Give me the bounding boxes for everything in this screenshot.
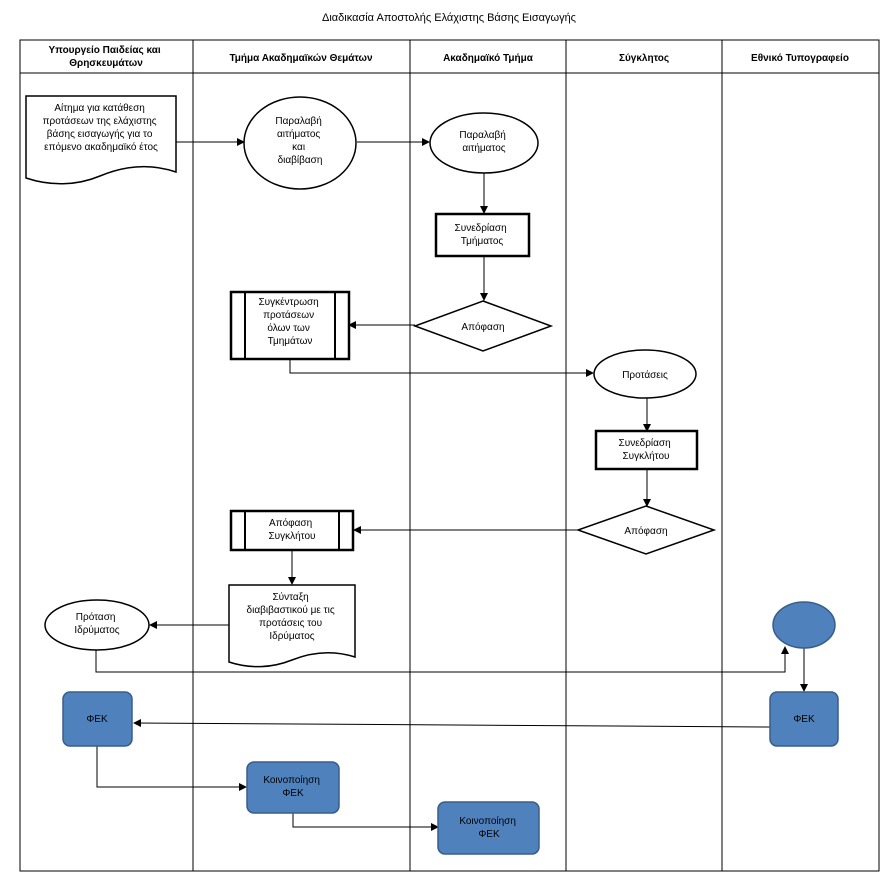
process-shape <box>434 212 531 258</box>
node-collect-line-2: προτάσεων <box>263 309 314 321</box>
lane-header-academic-affairs: Τμήμα Ακαδημαϊκών Θεμάτων <box>229 53 373 64</box>
node-senate-decision-doc-line-1: Απόφαση <box>269 517 312 529</box>
node-receive-read-line-4: διαβίβαση <box>278 154 323 166</box>
node-compose-text: Σύνταξη διαβιβαστικού με τις προτάσεις τ… <box>247 591 338 642</box>
node-fek-ministry: ΦΕΚ <box>62 691 133 747</box>
node-receive-read-line-3: και <box>292 142 305 153</box>
node-senate-meeting: Συνεδρίαση Συγκλήτου <box>594 429 699 471</box>
document-shape <box>228 584 356 668</box>
node-notify-1: Κοινοποίηση ΦΕΚ <box>246 761 340 814</box>
lane-header-ministry: Υπουργείο Παιδείας και Θρησκευμάτων <box>49 45 164 69</box>
node-request-doc-line-1: Αίτημα για κατάθεση <box>54 102 145 114</box>
node-compose-line-4: Ιδρύματος <box>269 630 314 642</box>
node-collect-line-1: Συγκέντρωση <box>258 296 318 308</box>
rounded-process-shape <box>769 691 839 747</box>
node-receive-read: Παραλαβή αιτήματος και διαβίβαση <box>243 96 357 190</box>
edges <box>95 138 808 831</box>
node-notify-1-line-2: ΦΕΚ <box>282 788 304 799</box>
lane-header-ministry-line-1: Υπουργείο Παιδείας και <box>49 45 161 56</box>
node-receive-read-line-1: Παραλαβή <box>275 115 321 127</box>
edge-collect-to-proposals <box>289 359 594 377</box>
swimlane-frame <box>19 39 880 872</box>
node-notify-2-line-2: ΦΕΚ <box>478 829 500 840</box>
node-senate-decision-doc-text: Απόφαση Συγκλήτου <box>268 517 315 542</box>
node-notify-1-text: Κοινοποίηση ΦΕΚ <box>263 774 322 799</box>
decision-shape <box>575 505 717 555</box>
edge-inst-proposal-to-print <box>95 646 789 673</box>
ellipse-shape <box>243 96 357 190</box>
node-senate-decision-doc: Απόφαση Συγκλήτου <box>229 509 355 552</box>
node-notify-2-text: Κοινοποίηση ΦΕΚ <box>459 815 518 840</box>
edge-fek-to-ministry <box>133 719 771 728</box>
frame-border <box>19 39 880 872</box>
node-compose-line-2: διαβιβαστικού με τις <box>247 604 335 616</box>
node-proposals: Προτάσεις <box>593 349 697 399</box>
ellipse-shape <box>593 349 697 399</box>
process-shape <box>594 429 699 471</box>
lane-header-senate: Σύγκλητος <box>619 53 669 64</box>
node-fek-ministry-text: ΦΕΚ <box>86 714 108 725</box>
node-compose-line-1: Σύνταξη <box>272 591 308 603</box>
rounded-process-shape <box>246 761 340 814</box>
document-shape <box>25 95 177 185</box>
node-inst-proposal-line-1: Πρόταση <box>76 611 116 623</box>
node-receive-read-line-2: αιτήματος <box>277 128 320 140</box>
decision-shape <box>412 300 554 352</box>
lane-header-academic-dept: Ακαδημαϊκό Τμήμα <box>443 53 534 64</box>
node-dept-meeting-line-2: Τμήματος <box>461 235 504 247</box>
rounded-process-shape <box>437 801 540 855</box>
node-request-doc-text: Αίτημα για κατάθεση προτάσεων της ελάχισ… <box>43 102 160 153</box>
node-compose: Σύνταξη διαβιβαστικού με τις προτάσεις τ… <box>228 584 356 668</box>
node-print-circle <box>772 601 836 649</box>
node-senate-meeting-line-2: Συγκλήτου <box>622 450 669 462</box>
node-proposals-text: Προτάσεις <box>622 369 668 381</box>
node-receive-req-line-1: Παραλαβή <box>459 129 505 141</box>
node-senate-meeting-line-1: Συνεδρίαση <box>619 437 671 449</box>
node-fek-print-text: ΦΕΚ <box>793 714 815 725</box>
node-collect-line-4: Τμημάτων <box>268 335 313 347</box>
node-senate-decision-doc-line-2: Συγκλήτου <box>268 530 315 542</box>
connector-circle-shape <box>772 601 836 649</box>
edge-notify-1-to-notify-2 <box>292 813 439 831</box>
predefined-shape <box>229 509 355 552</box>
ellipse-shape <box>429 112 539 174</box>
lane-header-printing: Εθνικό Τυπογραφείο <box>751 53 849 64</box>
predefined-shape <box>229 290 351 361</box>
node-inst-proposal-text: Πρόταση Ιδρύματος <box>74 611 119 636</box>
node-inst-proposal: Πρόταση Ιδρύματος <box>44 599 150 651</box>
lane-headers: Υπουργείο Παιδείας και Θρησκευμάτων Τμήμ… <box>49 45 849 69</box>
node-receive-req-text: Παραλαβή αιτήματος <box>459 129 508 154</box>
node-dept-meeting: Συνεδρίαση Τμήματος <box>434 212 531 258</box>
node-inst-proposal-line-2: Ιδρύματος <box>74 624 119 636</box>
diagram-title: Διαδικασία Αποστολής Ελάχιστης Βάσης Εισ… <box>322 12 576 24</box>
node-fek-print: ΦΕΚ <box>769 691 839 747</box>
node-notify-1-line-1: Κοινοποίηση <box>263 774 320 786</box>
node-receive-read-text: Παραλαβή αιτήματος και διαβίβαση <box>275 115 324 166</box>
node-request-doc-line-3: βάσης εισαγωγής για το <box>47 128 153 140</box>
node-dept-decision-text: Απόφαση <box>461 321 504 333</box>
node-collect-text: Συγκέντρωση προτάσεων όλων των Τμημάτων <box>258 296 321 347</box>
node-senate-decision: Απόφαση <box>575 505 717 555</box>
node-dept-decision: Απόφαση <box>412 300 554 352</box>
node-senate-meeting-text: Συνεδρίαση Συγκλήτου <box>619 437 674 462</box>
node-collect-line-3: όλων των <box>267 322 309 334</box>
node-collect: Συγκέντρωση προτάσεων όλων των Τμημάτων <box>229 290 351 361</box>
node-request-doc-line-2: προτάσεων της ελάχιστης <box>43 115 157 127</box>
node-compose-line-3: προτάσεις του <box>259 617 322 629</box>
node-notify-2: Κοινοποίηση ΦΕΚ <box>437 801 540 855</box>
edge-ministry-to-notify-1 <box>96 746 247 791</box>
node-dept-meeting-line-1: Συνεδρίαση <box>455 222 507 234</box>
node-receive-req-line-2: αιτήματος <box>462 142 505 154</box>
node-notify-2-line-1: Κοινοποίηση <box>459 815 516 827</box>
lane-header-ministry-line-2: Θρησκευμάτων <box>69 58 143 69</box>
node-receive-req: Παραλαβή αιτήματος <box>429 112 539 174</box>
node-request-doc-line-4: επόμενο ακαδημαϊκό έτος <box>44 141 158 153</box>
node-request-doc: Αίτημα για κατάθεση προτάσεων της ελάχισ… <box>25 95 177 185</box>
rounded-process-shape <box>62 691 133 747</box>
ellipse-shape <box>44 599 150 651</box>
node-dept-meeting-text: Συνεδρίαση Τμήματος <box>455 222 510 247</box>
node-senate-decision-text: Απόφαση <box>624 525 667 537</box>
